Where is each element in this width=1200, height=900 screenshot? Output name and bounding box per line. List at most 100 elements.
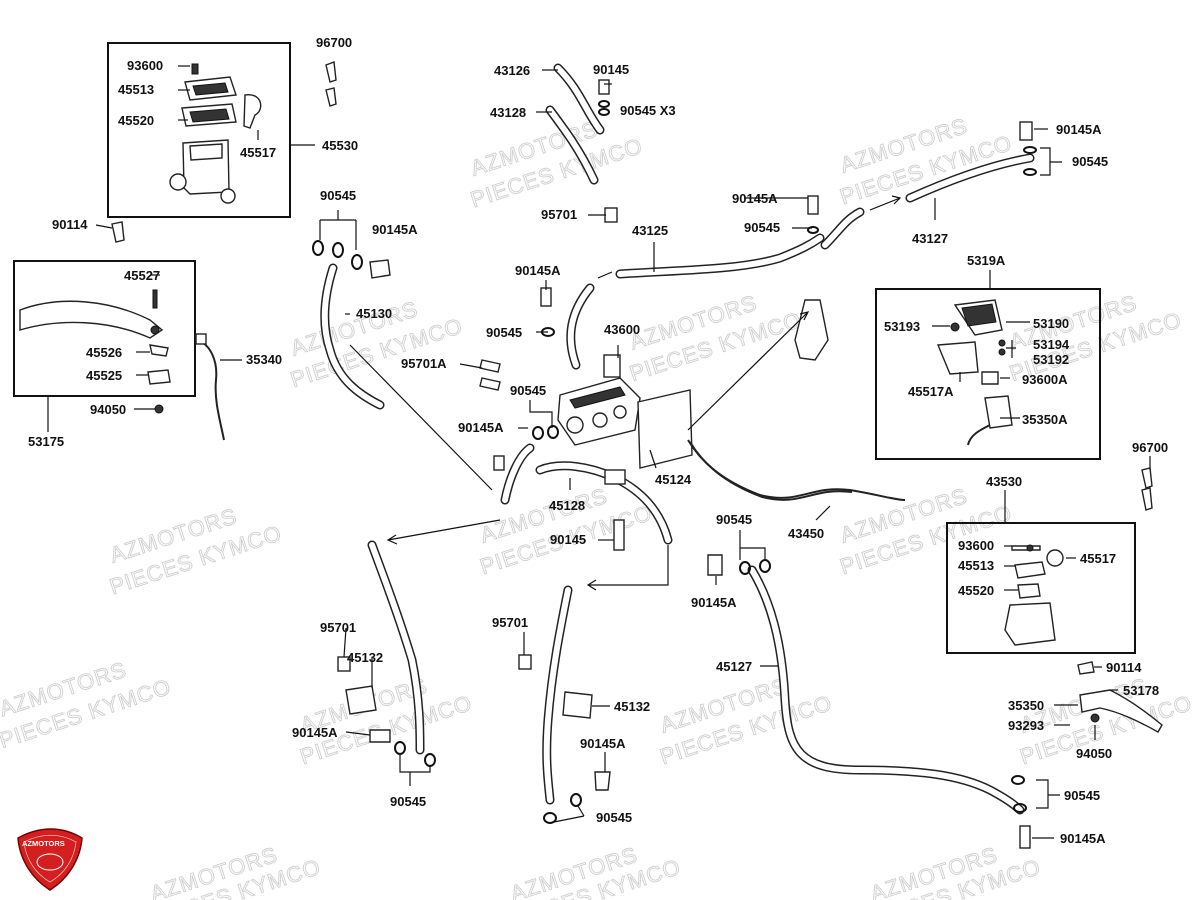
label-45127: 45127 — [716, 659, 752, 674]
label-45513: 45513 — [118, 82, 154, 97]
label-90145A: 90145A — [292, 725, 338, 740]
bolt-95701-lower-mid — [518, 654, 532, 670]
label-45130: 45130 — [356, 306, 392, 321]
bolt-90145A-top-right — [1019, 121, 1037, 176]
label-45132: 45132 — [614, 699, 650, 714]
bolt-90145A-lower-right-top — [707, 554, 723, 576]
rear-lever-illustration — [1077, 661, 1163, 733]
bolt-90145A-left-mid — [540, 287, 555, 337]
hose-43127 — [905, 153, 1035, 203]
label-90145A: 90145A — [732, 191, 778, 206]
label-90545: 90545 — [716, 512, 752, 527]
label-95701A: 95701A — [401, 356, 447, 371]
label-45517: 45517 — [1080, 551, 1116, 566]
master-cylinder-kit-box — [107, 42, 291, 218]
label-43128: 43128 — [490, 105, 526, 120]
label-45530: 45530 — [322, 138, 358, 153]
label-45520: 45520 — [118, 113, 154, 128]
label-45132: 45132 — [347, 650, 383, 665]
arrow-to-lower-left-hose — [386, 519, 501, 545]
washers-90545-mid — [532, 425, 559, 440]
label-90545: 90545 — [486, 325, 522, 340]
label-90545-x3: 90545 X3 — [620, 103, 676, 118]
label-90145A: 90145A — [1060, 831, 1106, 846]
washers-90545-lower-left — [394, 741, 436, 767]
bolt-90145A-lower-left — [369, 729, 391, 743]
label-45526: 45526 — [86, 345, 122, 360]
washers-90545-bottom-right — [1011, 775, 1027, 813]
rear-master-cylinder-kit-box — [946, 522, 1136, 654]
label-5319A: 5319A — [967, 253, 1006, 268]
label-90545: 90545 — [596, 810, 632, 825]
screw-96700-top — [325, 61, 337, 107]
label-43125: 43125 — [632, 223, 668, 238]
label-53193: 53193 — [884, 319, 920, 334]
label-35350A: 35350A — [1022, 412, 1068, 427]
hose-lower-middle — [542, 585, 573, 805]
leader-45130-down — [349, 344, 493, 491]
switch-bracket-illustration — [794, 299, 829, 361]
cable-43450 — [687, 439, 906, 501]
label-90114: 90114 — [52, 217, 88, 232]
label-90145A: 90145A — [580, 736, 626, 751]
label-93600: 93600 — [958, 538, 994, 553]
label-90545: 90545 — [744, 220, 780, 235]
label-90145A: 90145A — [458, 420, 504, 435]
label-43530: 43530 — [986, 474, 1022, 489]
label-90114: 90114 — [1106, 660, 1142, 675]
label-45513: 45513 — [958, 558, 994, 573]
arrow-to-lower-middle-hose — [586, 545, 669, 591]
label-90545: 90545 — [510, 383, 546, 398]
hose-43125 — [615, 207, 865, 279]
bolts-95701A — [479, 359, 501, 391]
label-95701: 95701 — [320, 620, 356, 635]
label-45517: 45517 — [240, 145, 276, 160]
label-96700: 96700 — [316, 35, 352, 50]
lever-kit-box — [13, 260, 196, 397]
bolt-90145A-lower-mid — [594, 771, 611, 791]
label-90545: 90545 — [1072, 154, 1108, 169]
washers-90545-lower-mid — [543, 793, 582, 824]
label-45124: 45124 — [655, 472, 692, 487]
part-labels: 93600 45513 45520 45517 45530 96700 9011… — [28, 35, 1168, 846]
washers-90545-top-left — [312, 240, 391, 279]
label-53190: 53190 — [1033, 316, 1069, 331]
label-43450: 43450 — [788, 526, 824, 541]
switch-wire-35340 — [195, 333, 225, 441]
azmotors-logo: AZMOTORS — [17, 828, 83, 891]
label-43600: 43600 — [604, 322, 640, 337]
label-90145A: 90145A — [372, 222, 418, 237]
label-95701: 95701 — [541, 207, 577, 222]
hose-45127 — [747, 565, 1025, 815]
label-94050: 94050 — [1076, 746, 1112, 761]
label-90145: 90145 — [550, 532, 586, 547]
label-43127: 43127 — [912, 231, 948, 246]
label-35350: 35350 — [1008, 698, 1044, 713]
hose-upper-left-from-valve — [566, 283, 595, 370]
leader-lines — [47, 65, 1151, 839]
bracket-45132-left — [345, 685, 377, 715]
logo-text: AZMOTORS — [22, 839, 65, 848]
label-93600: 93600 — [127, 58, 163, 73]
label-95701: 95701 — [492, 615, 528, 630]
bracket-45124 — [637, 389, 693, 469]
label-90145A: 90145A — [515, 263, 561, 278]
valve-43600 — [557, 354, 641, 446]
switch-kit-box — [875, 288, 1101, 460]
label-45527: 45527 — [124, 268, 160, 283]
label-90145A: 90145A — [1056, 122, 1102, 137]
label-94050: 94050 — [90, 402, 126, 417]
hose-45128 — [500, 443, 673, 545]
switch-kit-illustration — [936, 299, 1013, 446]
label-35340: 35340 — [246, 352, 282, 367]
label-90545: 90545 — [320, 188, 356, 203]
rear-master-cylinder-illustration — [1004, 544, 1064, 646]
hose-43128 — [545, 105, 599, 185]
label-45517A: 45517A — [908, 384, 954, 399]
label-90545: 90545 — [1064, 788, 1100, 803]
bolt-90145A-bottom-right — [1019, 825, 1031, 849]
label-43126: 43126 — [494, 63, 530, 78]
arrow-to-switch-bracket — [687, 311, 810, 431]
screw-90114-left — [111, 221, 125, 243]
label-45525: 45525 — [86, 368, 122, 383]
